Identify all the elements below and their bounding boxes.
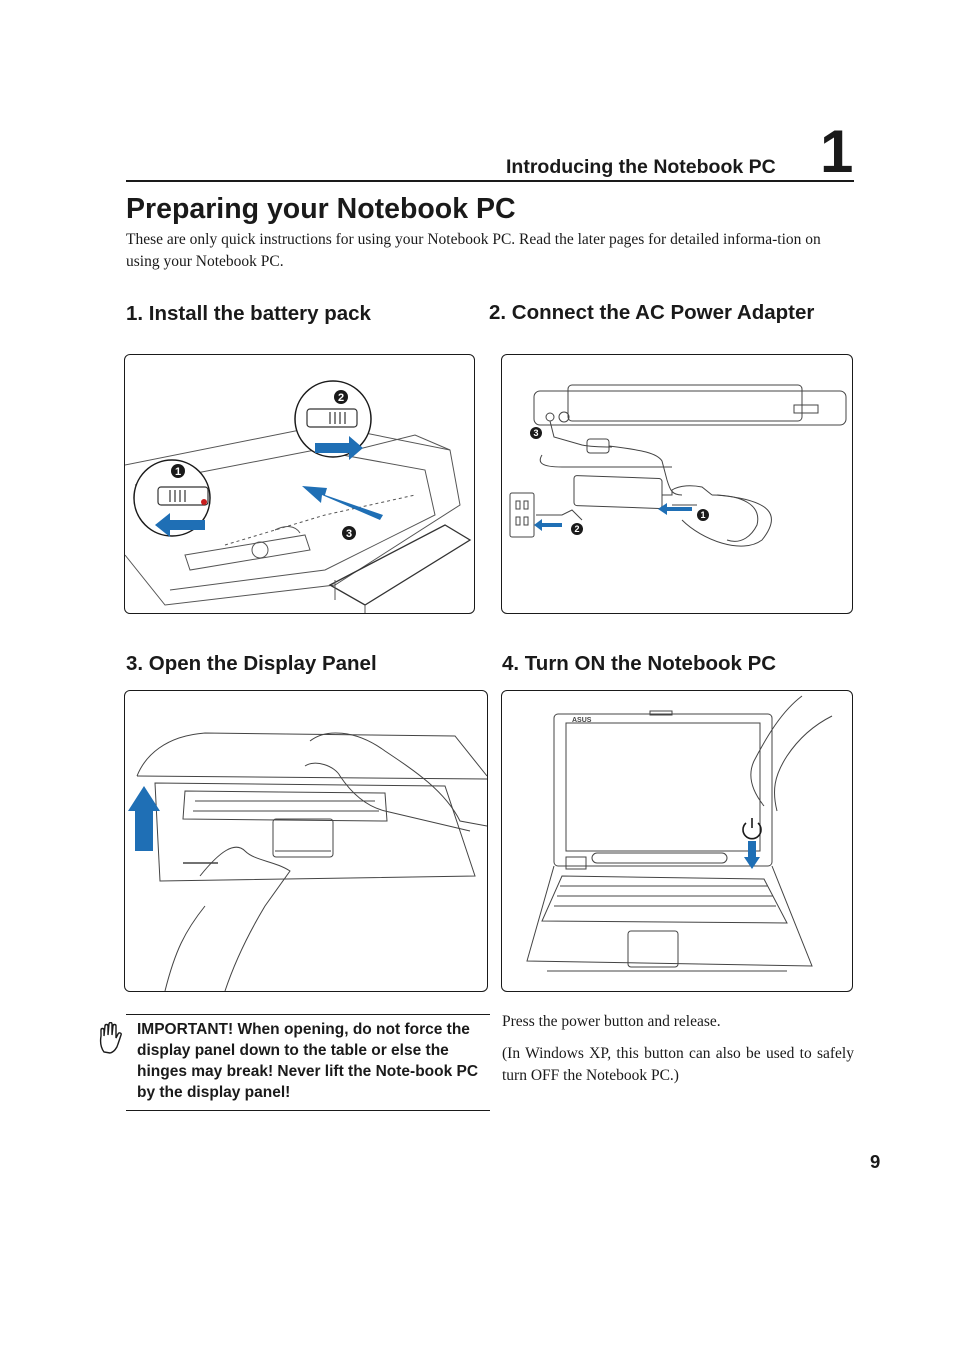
intro-paragraph: These are only quick instructions for us… — [126, 231, 821, 270]
chapter-number: 1 — [820, 118, 854, 185]
battery-callout-2: 2 — [338, 392, 344, 404]
power-icon — [742, 818, 762, 840]
adapter-callout-2: 2 — [574, 524, 579, 534]
open-display-illustration — [124, 690, 488, 992]
step-3-title: 3. Open the Display Panel — [126, 652, 377, 675]
important-notice — [126, 1014, 490, 1111]
power-on-illustration: ASUS — [501, 690, 853, 992]
important-text: IMPORTANT! When opening, do not force th… — [137, 1021, 479, 1101]
power-note: (In Windows XP, this button can also be … — [502, 1045, 854, 1084]
arrow-icon — [155, 436, 383, 537]
screen-brand: ASUS — [572, 717, 592, 724]
step-2-title: 2. Connect the AC Power Adapter — [489, 301, 815, 324]
adapter-callout-3: 3 — [533, 428, 538, 438]
hand-warning-icon — [99, 1022, 122, 1054]
adapter-callout-1: 1 — [700, 510, 705, 520]
battery-callout-3: 3 — [346, 528, 352, 540]
page-title: Preparing your Notebook PC — [126, 193, 516, 225]
page-number: 9 — [870, 1151, 881, 1172]
battery-callout-1: 1 — [175, 466, 181, 478]
power-instruction: Press the power button and release. — [502, 1013, 721, 1030]
battery-illustration: 1 2 3 — [124, 354, 475, 614]
step-4-title: 4. Turn ON the Notebook PC — [502, 652, 777, 675]
arrow-icon — [128, 786, 160, 851]
step-1-title: 1. Install the battery pack — [126, 302, 371, 325]
arrow-icon — [744, 841, 760, 869]
chapter-label: Introducing the Notebook PC — [506, 156, 776, 178]
header-rule — [126, 180, 854, 182]
ac-adapter-illustration: 1 2 3 — [501, 354, 853, 614]
